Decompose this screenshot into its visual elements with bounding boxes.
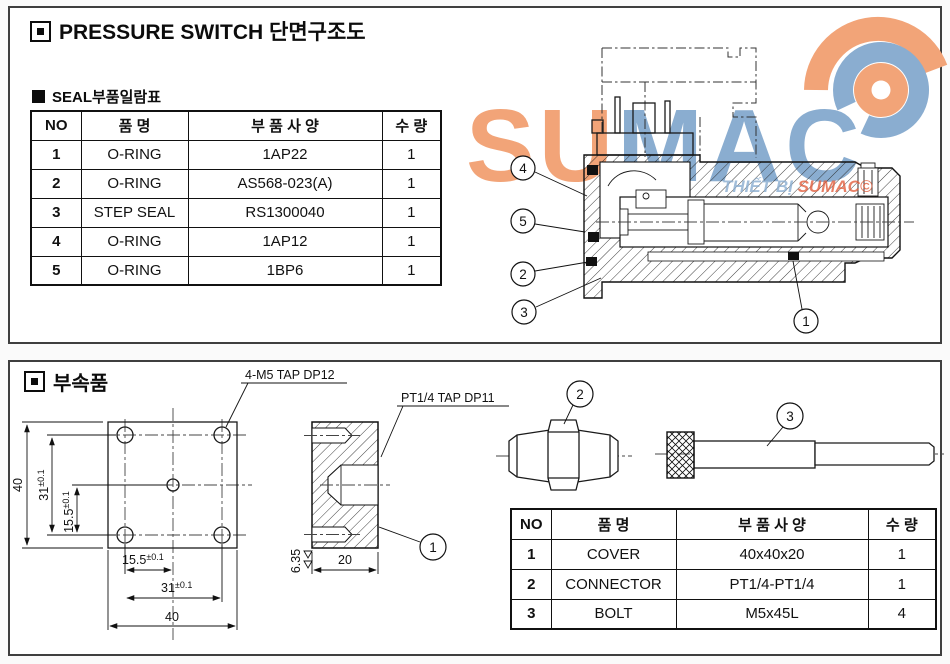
- accessories-title-text: 부속품: [53, 373, 109, 395]
- cell-name: O-RING: [80, 226, 189, 257]
- page-title-text: PRESSURE SWITCH 단면구조도: [59, 21, 366, 44]
- cell-no: 2: [510, 568, 552, 600]
- cell-name: BOLT: [550, 598, 677, 630]
- page-title: PRESSURE SWITCH 단면구조도: [30, 16, 366, 46]
- cell-no: 3: [510, 598, 552, 630]
- col-header: 품 명: [80, 110, 189, 141]
- cell-qty: 1: [381, 226, 442, 257]
- table-row: 2 O-RING AS568-023(A) 1: [30, 168, 442, 199]
- table-header-row: NO 품 명 부 품 사 양 수 량: [510, 508, 937, 540]
- col-header: 부 품 사 양: [675, 508, 869, 540]
- cell-no: 1: [510, 538, 552, 570]
- accessories-title: 부속품: [24, 367, 108, 396]
- cell-spec: 1AP22: [187, 139, 383, 170]
- table-row: 1 O-RING 1AP22 1: [30, 139, 442, 170]
- accessory-parts-table: NO 품 명 부 품 사 양 수 량 1 COVER 40x40x20 1 2 …: [510, 508, 937, 630]
- col-header: NO: [510, 508, 552, 540]
- section-panel-top: PRESSURE SWITCH 단면구조도 SEAL부품일람표 NO 품 명 부…: [8, 6, 942, 344]
- square-bullet-icon: [24, 371, 45, 392]
- cell-name: STEP SEAL: [80, 197, 189, 228]
- cell-no: 3: [30, 197, 82, 228]
- cell-spec: 1BP6: [187, 255, 383, 286]
- cell-spec: 1AP12: [187, 226, 383, 257]
- table-row: 3 BOLT M5x45L 4: [510, 598, 937, 630]
- cell-name: CONNECTOR: [550, 568, 677, 600]
- table-row: 4 O-RING 1AP12 1: [30, 226, 442, 257]
- table-row: 1 COVER 40x40x20 1: [510, 538, 937, 570]
- seal-parts-table: NO 품 명 부 품 사 양 수 량 1 O-RING 1AP22 1 2 O-…: [30, 110, 442, 286]
- table-row: 5 O-RING 1BP6 1: [30, 255, 442, 286]
- cell-spec: PT1/4-PT1/4: [675, 568, 869, 600]
- cell-spec: AS568-023(A): [187, 168, 383, 199]
- col-header: 부 품 사 양: [187, 110, 383, 141]
- cell-qty: 1: [867, 538, 937, 570]
- cell-name: O-RING: [80, 139, 189, 170]
- table-header-row: NO 품 명 부 품 사 양 수 량: [30, 110, 442, 141]
- col-header: NO: [30, 110, 82, 141]
- col-header: 수 량: [381, 110, 442, 141]
- cell-no: 4: [30, 226, 82, 257]
- cell-spec: 40x40x20: [675, 538, 869, 570]
- cell-qty: 1: [381, 168, 442, 199]
- seal-heading-text: SEAL부품일람표: [52, 89, 162, 106]
- cell-qty: 1: [381, 197, 442, 228]
- cell-name: COVER: [550, 538, 677, 570]
- square-bullet-icon: [30, 20, 51, 42]
- table-row: 3 STEP SEAL RS1300040 1: [30, 197, 442, 228]
- cell-qty: 1: [381, 139, 442, 170]
- filled-square-icon: [32, 90, 45, 103]
- cell-no: 5: [30, 255, 82, 286]
- col-header: 수 량: [867, 508, 937, 540]
- section-panel-bottom: 부속품 NO 품 명 부 품 사 양 수 량 1 COVER 40x40x20 …: [8, 360, 942, 656]
- cell-name: O-RING: [80, 255, 189, 286]
- cell-spec: M5x45L: [675, 598, 869, 630]
- cell-spec: RS1300040: [187, 197, 383, 228]
- seal-list-heading: SEAL부품일람표: [32, 86, 161, 107]
- cell-no: 1: [30, 139, 82, 170]
- table-row: 2 CONNECTOR PT1/4-PT1/4 1: [510, 568, 937, 600]
- cell-qty: 1: [867, 568, 937, 600]
- cell-no: 2: [30, 168, 82, 199]
- cell-name: O-RING: [80, 168, 189, 199]
- cell-qty: 1: [381, 255, 442, 286]
- col-header: 품 명: [550, 508, 677, 540]
- cell-qty: 4: [867, 598, 937, 630]
